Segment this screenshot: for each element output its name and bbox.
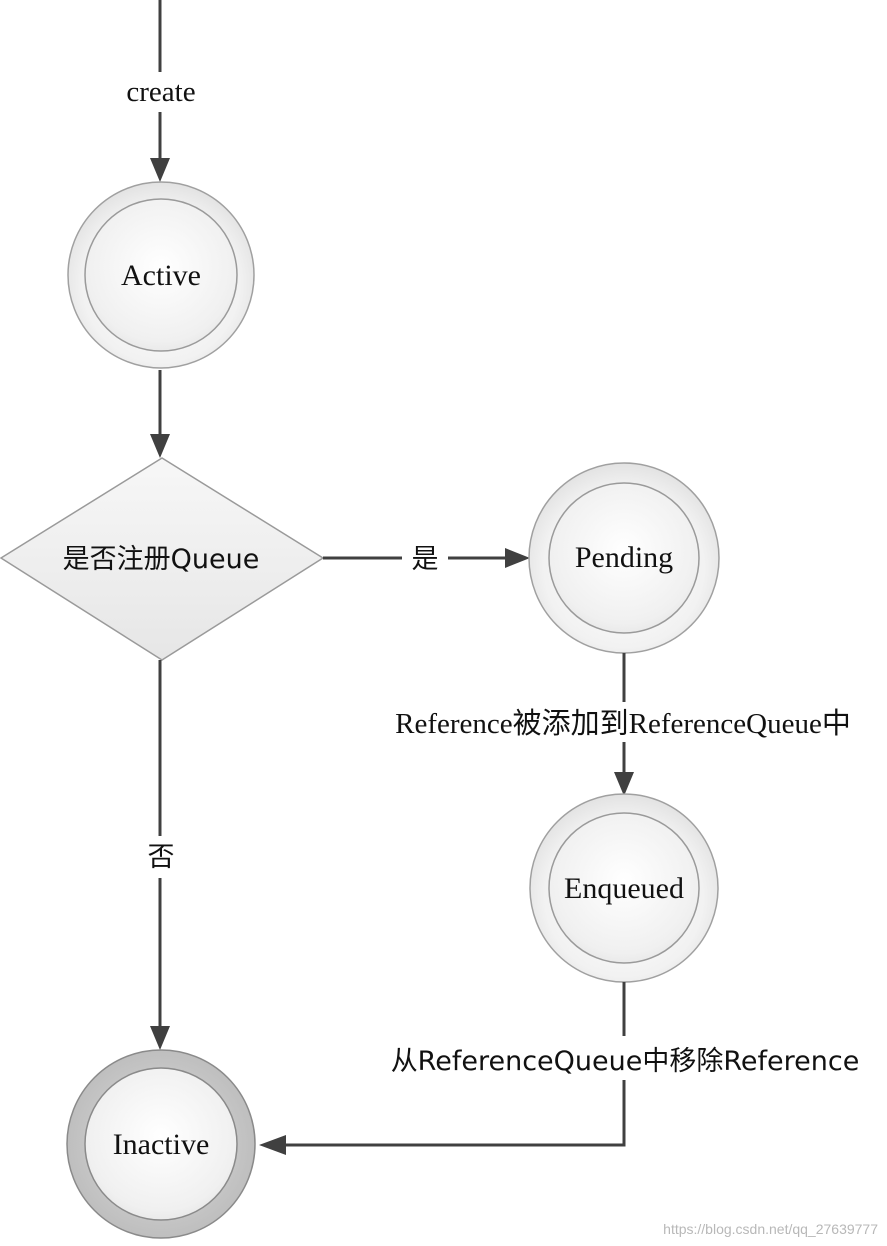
state-pending-label: Pending bbox=[575, 541, 673, 574]
state-enqueued-label: Enqueued bbox=[564, 872, 684, 905]
state-active-label: Active bbox=[121, 259, 201, 292]
edge-label-pending-to-enqueued: Reference被添加到ReferenceQueue中 bbox=[395, 707, 851, 740]
state-inactive-label: Inactive bbox=[113, 1128, 210, 1161]
edge-active-to-decision bbox=[150, 370, 170, 458]
edge-label-enqueued-to-inactive: 从ReferenceQueue中移除Reference bbox=[391, 1046, 860, 1077]
edge-pending-to-enqueued bbox=[614, 653, 634, 796]
watermark: https://blog.csdn.net/qq_27639777 bbox=[663, 1221, 878, 1237]
decision-diamond bbox=[0, 457, 325, 661]
edge-yes bbox=[323, 548, 530, 568]
state-active bbox=[67, 181, 255, 369]
state-pending bbox=[528, 462, 720, 654]
edge-label-no: 否 bbox=[148, 842, 175, 873]
edge-enqueued-to-inactive bbox=[259, 982, 626, 1155]
decision-label: 是否注册Queue bbox=[63, 544, 260, 575]
state-enqueued bbox=[529, 793, 719, 983]
edge-label-yes: 是 bbox=[412, 544, 439, 575]
edge-no bbox=[150, 660, 170, 1050]
state-inactive bbox=[66, 1049, 256, 1239]
edge-create bbox=[150, 0, 170, 182]
edge-label-create: create bbox=[126, 76, 195, 108]
